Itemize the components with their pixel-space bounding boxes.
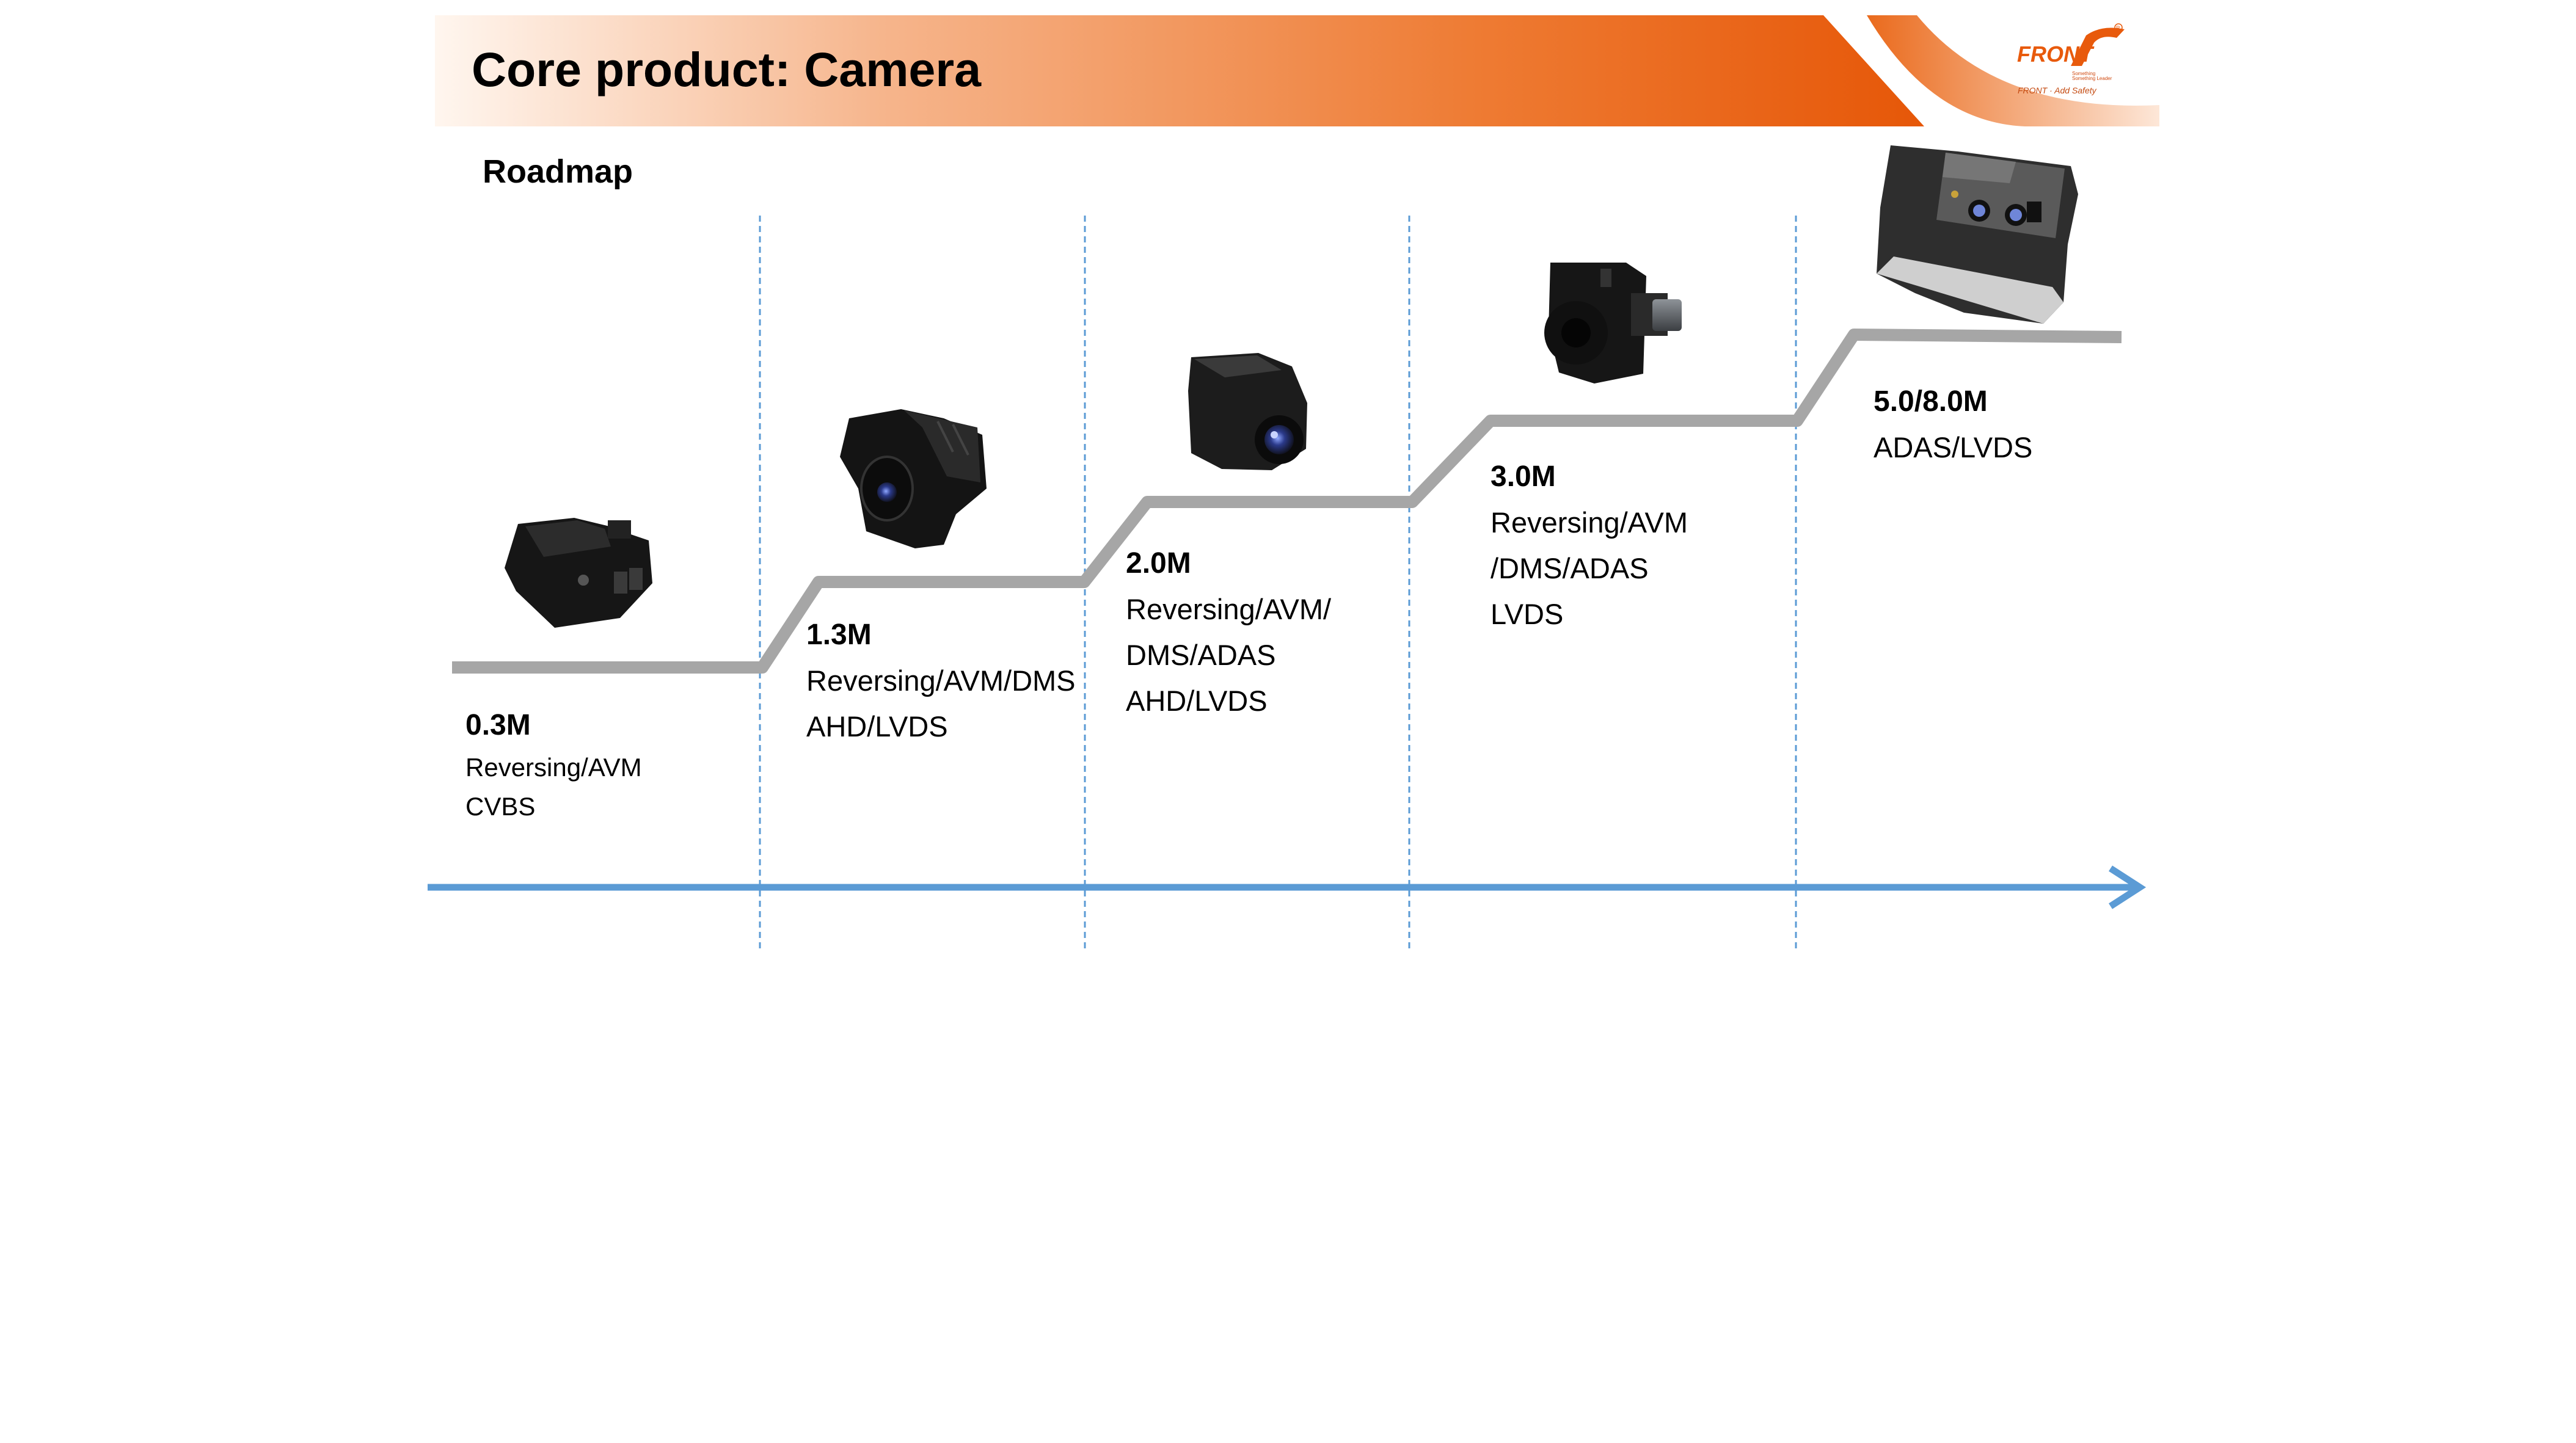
camera-3-0m-icon xyxy=(1544,263,1682,383)
page-title: Core product: Camera xyxy=(472,42,982,96)
header-swoosh xyxy=(1867,15,2159,126)
stage-line: Reversing/AVM xyxy=(1491,506,1688,539)
header-banner xyxy=(435,15,1924,126)
front-logo-icon: FRONT Something Something Leader FRONT ·… xyxy=(2017,23,2125,95)
section-subtitle: Roadmap xyxy=(483,153,633,190)
stage-line: Reversing/AVM/ xyxy=(1126,593,1332,625)
stage-line: DMS/ADAS xyxy=(1126,639,1276,671)
stage-line: AHD/LVDS xyxy=(806,710,948,743)
stage-line: ADAS/LVDS xyxy=(1874,431,2033,463)
stage-line: AHD/LVDS xyxy=(1126,685,1268,717)
camera-5-8m-icon xyxy=(1877,145,2078,324)
camera-0-3m-icon xyxy=(505,518,652,628)
stage-resolution: 1.3M xyxy=(806,619,872,651)
stage-description: Reversing/AVM/ DMS/ADAS AHD/LVDS xyxy=(1126,586,1331,724)
roadmap-staircase xyxy=(452,329,2122,674)
stage-description: Reversing/AVM /DMS/ADAS LVDS xyxy=(1491,500,1688,637)
stage-resolution: 2.0M xyxy=(1126,547,1191,580)
svg-text:FRONT · Add Safety: FRONT · Add Safety xyxy=(2018,85,2097,95)
svg-text:FRONT: FRONT xyxy=(2017,42,2095,67)
stage-description: Reversing/AVM/DMS AHD/LVDS xyxy=(806,658,1076,749)
timeline-arrowhead xyxy=(2109,865,2147,909)
stage-line: CVBS xyxy=(465,792,536,821)
stage-line: LVDS xyxy=(1491,598,1564,630)
stage-resolution: 0.3M xyxy=(465,709,531,741)
svg-text:Something: Something xyxy=(2072,71,2095,76)
camera-1-3m-icon xyxy=(840,409,987,548)
stage-description: Reversing/AVM CVBS xyxy=(465,748,642,826)
stage-resolution: 3.0M xyxy=(1491,460,1556,493)
stage-line: Reversing/AVM/DMS xyxy=(806,664,1076,697)
stage-description: ADAS/LVDS xyxy=(1874,424,2032,470)
stage-resolution: 5.0/8.0M xyxy=(1874,385,1988,418)
stage-line: /DMS/ADAS xyxy=(1491,552,1649,584)
svg-text:Something Leader: Something Leader xyxy=(2072,76,2112,81)
camera-2-0m-icon xyxy=(1188,353,1307,470)
stage-line: Reversing/AVM xyxy=(465,753,642,782)
svg-text:R: R xyxy=(2116,25,2120,31)
